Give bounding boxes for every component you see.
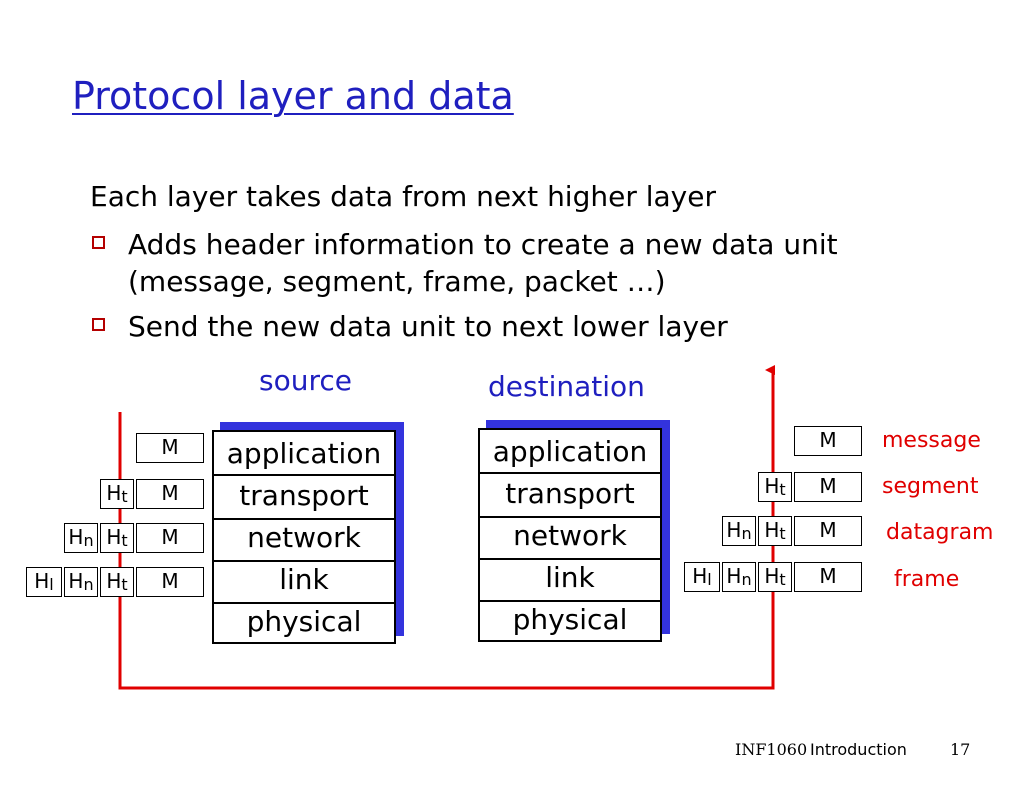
destination-label: destination — [488, 370, 645, 403]
stack-body: application transport network link physi… — [212, 430, 396, 644]
link-header-cell: Hl — [684, 562, 720, 592]
transport-header-cell: Ht — [758, 562, 792, 592]
layer-physical: physical — [246, 605, 362, 638]
footer-course: INF1060 — [735, 740, 808, 759]
layer-divider — [480, 472, 660, 474]
message-cell: M — [136, 433, 204, 463]
square-bullet-icon — [92, 318, 105, 331]
message-cell: M — [136, 567, 204, 597]
layer-divider — [214, 602, 394, 604]
layer-divider — [214, 474, 394, 476]
layer-divider — [480, 516, 660, 518]
layer-application: application — [226, 437, 382, 470]
transport-header-cell: Ht — [758, 516, 792, 546]
layer-transport: transport — [239, 479, 369, 512]
layer-physical: physical — [512, 603, 628, 636]
source-label: source — [259, 364, 352, 397]
network-header-cell: Hn — [64, 523, 98, 553]
transport-header-cell: Ht — [758, 472, 792, 502]
square-bullet-icon — [92, 236, 105, 249]
transport-header-cell: Ht — [100, 479, 134, 509]
network-header-cell: Hn — [722, 562, 756, 592]
layer-network: network — [247, 521, 361, 554]
layer-divider — [214, 560, 394, 562]
message-cell: M — [794, 562, 862, 592]
bullet-text: Adds header information to create a new … — [128, 228, 838, 298]
network-header-cell: Hn — [64, 567, 98, 597]
layer-link: link — [545, 561, 595, 594]
unit-label-datagram: datagram — [886, 520, 994, 545]
network-header-cell: Hn — [722, 516, 756, 546]
intro-text: Each layer takes data from next higher l… — [90, 180, 716, 213]
stack-body: application transport network link physi… — [478, 428, 662, 642]
layer-transport: transport — [505, 477, 635, 510]
transport-header-cell: Ht — [100, 567, 134, 597]
footer-section: Introduction — [810, 740, 907, 759]
message-cell: M — [136, 523, 204, 553]
layer-application: application — [492, 435, 648, 468]
slide-title: Protocol layer and data — [72, 74, 514, 118]
message-cell: M — [794, 472, 862, 502]
message-cell: M — [794, 426, 862, 456]
transport-header-cell: Ht — [100, 523, 134, 553]
layer-link: link — [279, 563, 329, 596]
message-cell: M — [136, 479, 204, 509]
layer-divider — [480, 558, 660, 560]
footer-page-number: 17 — [950, 740, 971, 759]
layer-divider — [214, 518, 394, 520]
unit-label-frame: frame — [894, 567, 960, 592]
unit-label-segment: segment — [882, 474, 979, 499]
layer-network: network — [513, 519, 627, 552]
bullet-text: Send the new data unit to next lower lay… — [128, 310, 728, 343]
unit-label-message: message — [882, 428, 981, 453]
message-cell: M — [794, 516, 862, 546]
link-header-cell: Hl — [26, 567, 62, 597]
layer-divider — [480, 600, 660, 602]
